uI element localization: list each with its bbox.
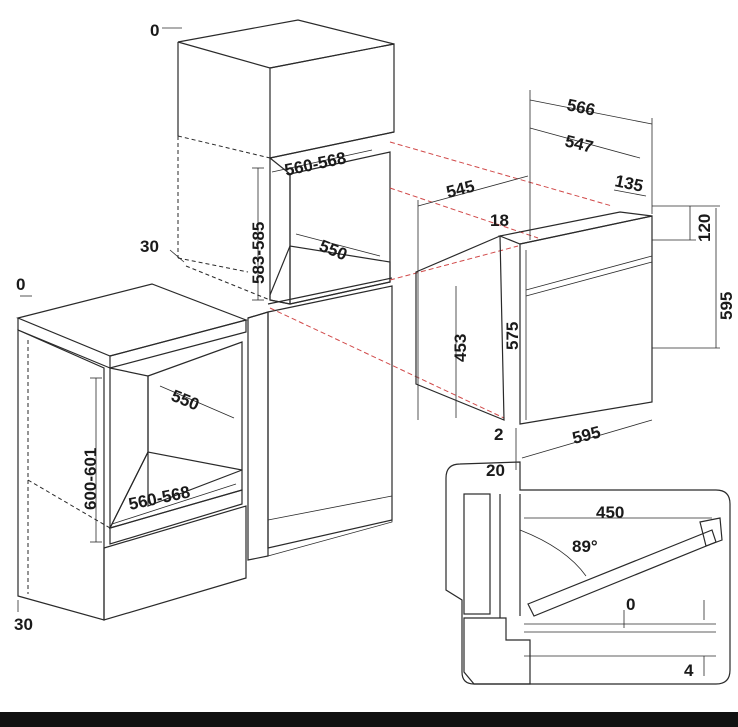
detail-door-end <box>699 517 723 547</box>
base-niche-bottom-edge <box>109 489 243 545</box>
tall-unit-plinth <box>267 495 393 557</box>
dim-oven-body-height: 453 <box>451 334 470 362</box>
dim-base-niche-width: 560-568 <box>127 482 192 514</box>
oven-body-side <box>415 235 505 421</box>
dim-base-bottom-gap: 30 <box>14 615 33 634</box>
dim-oven-depth-top: 566 <box>565 95 597 119</box>
bottom-bar <box>0 712 738 727</box>
dim-door-opening-length: 450 <box>596 503 624 522</box>
tall-column-unit <box>162 19 395 561</box>
dim-base-niche-height: 600-601 <box>81 448 100 510</box>
base-unit-top-edge <box>109 319 247 369</box>
alignment-guides <box>269 141 613 419</box>
dim-tall-side-gap: 30 <box>140 237 159 256</box>
dim-tall-niche-depth: 550 <box>317 236 350 264</box>
detail-cabinet-wall <box>463 493 491 615</box>
door-detail-inset <box>445 461 731 685</box>
dim-door-angle: 89° <box>572 537 598 556</box>
detail-cabinet-floor <box>463 617 531 685</box>
dim-base-niche-depth: 550 <box>169 386 202 414</box>
detail-open-door <box>527 529 717 617</box>
base-niche-left <box>109 367 149 529</box>
oven <box>415 90 720 470</box>
detail-frame <box>445 461 731 685</box>
dim-oven-depth-body: 547 <box>563 131 595 156</box>
dim-oven-door-thickness: 20 <box>486 461 505 480</box>
tall-niche-left <box>269 156 291 305</box>
dim-oven-side-depth: 545 <box>444 177 476 202</box>
dim-oven-width: 595 <box>570 423 602 448</box>
tall-unit-side-lower <box>247 311 269 561</box>
dim-tall-niche-height: 583-585 <box>249 222 268 284</box>
dim-door-clearance-four: 4 <box>684 661 694 680</box>
tall-unit-front-lower <box>267 285 393 549</box>
dim-oven-inner-height: 575 <box>503 322 522 350</box>
oven-front-panel <box>519 215 653 425</box>
dim-oven-gap-small: 2 <box>494 425 503 444</box>
dim-tall-top-zero: 0 <box>150 21 159 40</box>
tall-unit-front-upper <box>269 43 395 159</box>
dim-oven-front-offset: 18 <box>490 211 509 230</box>
dim-base-top-zero: 0 <box>16 275 25 294</box>
oven-body-top <box>497 211 653 245</box>
base-unit-side <box>17 329 105 621</box>
dim-oven-rear: 135 <box>613 171 645 195</box>
base-niche-back <box>147 341 243 507</box>
dim-door-clearance-zero: 0 <box>626 595 635 614</box>
dim-oven-front-height: 595 <box>717 292 736 320</box>
base-unit <box>16 283 248 621</box>
dim-oven-panel-height: 120 <box>695 214 714 242</box>
tall-unit-top <box>177 19 395 69</box>
